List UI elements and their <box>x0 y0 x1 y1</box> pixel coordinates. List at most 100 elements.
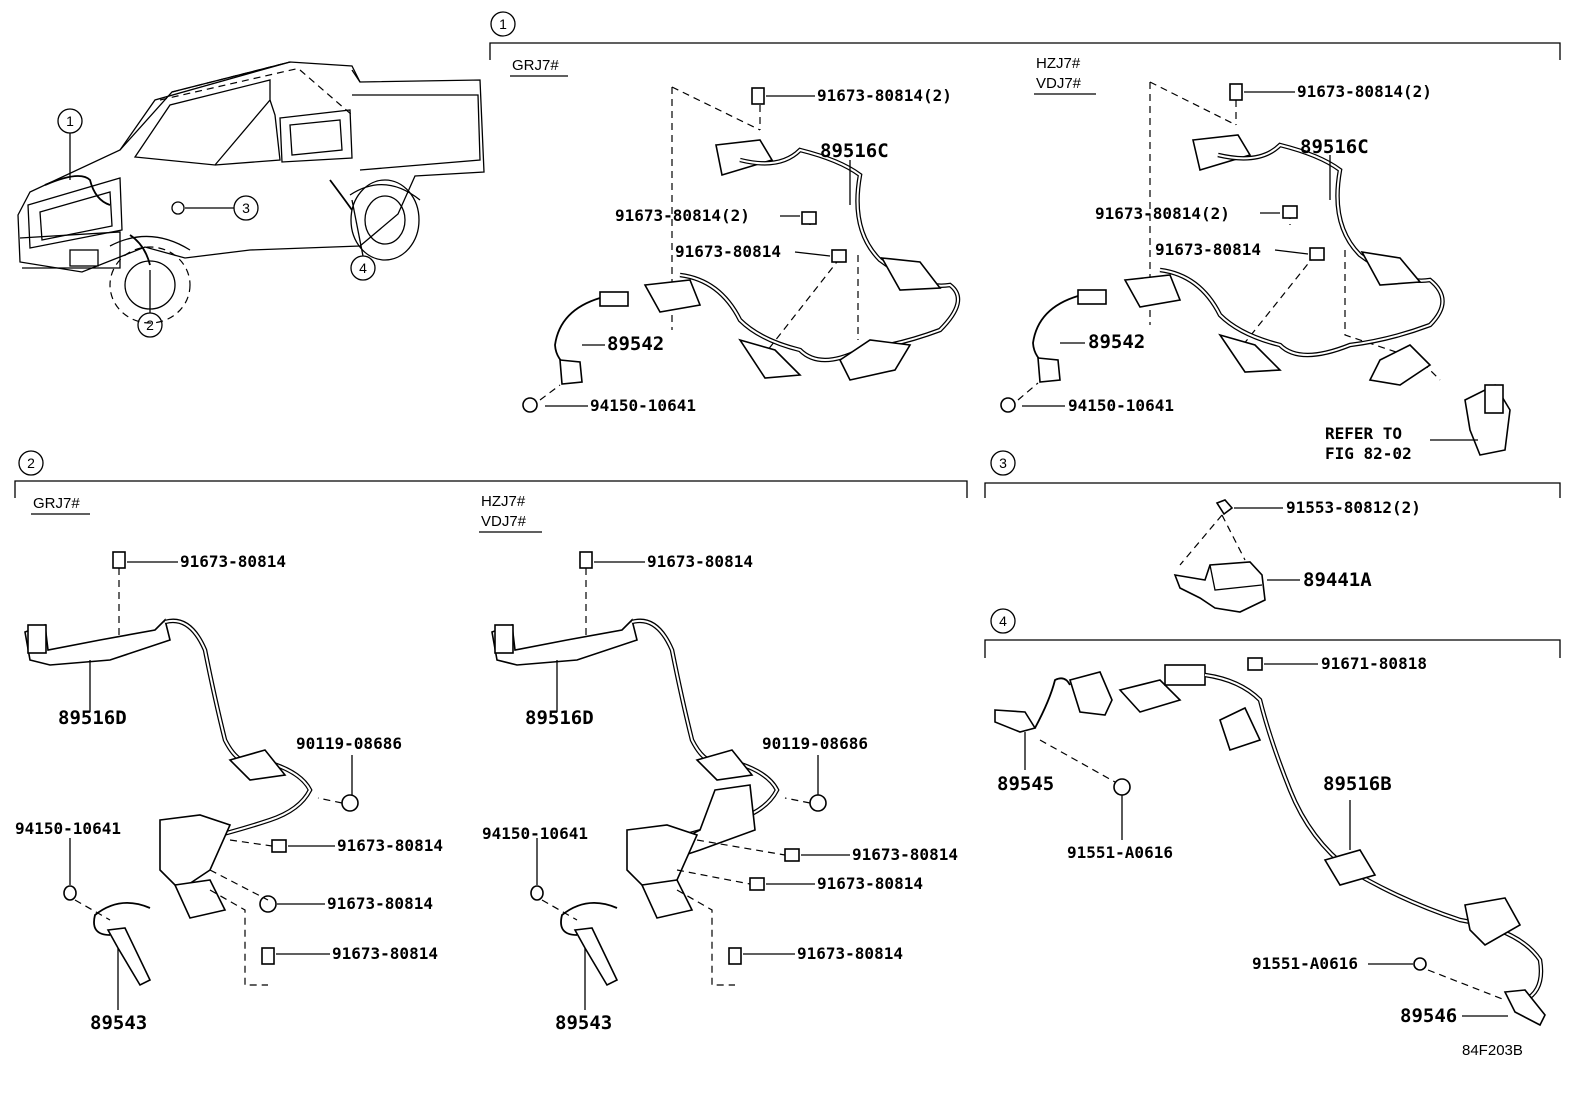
nut-icon <box>63 885 77 901</box>
label-89542-grj7: 89542 <box>607 333 664 355</box>
label-91673-80814-a-hzj7: 91673-80814 <box>852 845 958 864</box>
label-fig-82-02: FIG 82-02 <box>1325 444 1412 463</box>
label-91673-80814-top-grj7-s2: 91673-80814 <box>180 552 286 571</box>
harness-bracket <box>695 749 754 781</box>
label-91673-80814-2-top-hzj7: 91673-80814(2) <box>1297 82 1432 101</box>
label-91673-80814-top-hzj7-s2: 91673-80814 <box>647 552 753 571</box>
harness-bracket <box>1464 897 1522 946</box>
label-89545: 89545 <box>997 773 1054 795</box>
harness-bracket <box>738 338 802 379</box>
section-2: 2 GRJ7# <box>14 450 968 1034</box>
section-1-right-parts <box>1000 81 1511 456</box>
label-91673-80814-c-grj7: 91673-80814 <box>332 944 438 963</box>
callout-4-truck: 4 <box>359 260 367 276</box>
truck-illustration: 1 2 3 4 <box>17 61 485 338</box>
label-89516d-hzj7: 89516D <box>525 707 594 729</box>
harness-bracket <box>1218 333 1282 373</box>
section-1-right-leaders <box>1022 91 1478 441</box>
bolt-icon <box>1215 499 1234 516</box>
section-2-right-leaders <box>536 561 850 1010</box>
label-94150-10641-hzj7: 94150-10641 <box>1068 396 1174 415</box>
section-4-parts <box>994 657 1546 1027</box>
sensor-bracket <box>1123 274 1182 308</box>
bolt-icon <box>1229 83 1243 101</box>
label-89516b: 89516B <box>1323 773 1392 795</box>
section-3: 3 91553-80812(2) 89441A <box>984 450 1561 613</box>
label-91673-80814-2-mid-hzj7: 91673-80814(2) <box>1095 204 1230 223</box>
section-2-left-leaders <box>69 561 353 1010</box>
section-2-right-parts <box>491 551 827 987</box>
section-1-bracket <box>489 42 1561 60</box>
section-1-number: 1 <box>499 16 507 32</box>
bolt-icon <box>1309 247 1325 261</box>
bolt-icon <box>271 839 287 853</box>
label-refer-to: REFER TO <box>1325 424 1402 443</box>
label-94150-10641-grj7: 94150-10641 <box>590 396 696 415</box>
speed-sensor <box>559 359 583 385</box>
bolt-icon <box>1282 205 1298 219</box>
label-94150-10641-grj7-s2: 94150-10641 <box>15 819 121 838</box>
section-3-bracket <box>984 482 1561 498</box>
harness-connector <box>1164 664 1206 686</box>
bolt-icon <box>728 947 742 965</box>
bolt-icon <box>831 249 847 263</box>
section-1-left-parts <box>522 86 961 413</box>
label-90119-08686-grj7: 90119-08686 <box>296 734 402 753</box>
label-91551-a0616-mid: 91551-A0616 <box>1067 843 1173 862</box>
harness-bracket <box>228 749 287 781</box>
speed-sensor <box>106 927 152 987</box>
sensor-bracket <box>1068 671 1113 716</box>
section-2-bracket <box>14 480 968 498</box>
bolt-icon <box>801 211 817 225</box>
bolt-icon <box>259 895 277 913</box>
label-91671-80818: 91671-80818 <box>1321 654 1427 673</box>
sensor-bracket <box>640 879 694 919</box>
callout-1-truck: 1 <box>66 113 74 129</box>
label-89546: 89546 <box>1400 1005 1457 1027</box>
section-3-parts <box>1173 499 1300 613</box>
harness-bracket <box>880 257 942 291</box>
nut-icon <box>530 885 544 901</box>
label-94150-10641-hzj7-s2: 94150-10641 <box>482 824 588 843</box>
label-91673-80814-c-hzj7: 91673-80814 <box>797 944 903 963</box>
harness-bracket <box>1360 250 1422 286</box>
speed-sensor <box>1037 357 1061 383</box>
diagram-id: 84F203B <box>1462 1042 1523 1059</box>
label-89441a: 89441A <box>1303 569 1372 591</box>
label-91673-80814-2-top-grj7: 91673-80814(2) <box>817 86 952 105</box>
label-91673-80814-low-grj7: 91673-80814 <box>675 242 781 261</box>
label-91673-80814-a-grj7: 91673-80814 <box>337 836 443 855</box>
section-1: 1 GRJ7# <box>489 11 1561 463</box>
label-90119-08686-hzj7: 90119-08686 <box>762 734 868 753</box>
label-91673-80814-2-mid-grj7: 91673-80814(2) <box>615 206 750 225</box>
section-3-number: 3 <box>999 455 1007 471</box>
callout-3-truck: 3 <box>242 200 250 216</box>
callout-2-truck: 2 <box>146 317 154 333</box>
bolt-icon <box>261 947 275 965</box>
bolt-icon <box>784 848 800 862</box>
section-1-left-leaders <box>545 95 851 407</box>
bolt-icon <box>809 794 827 812</box>
harness-bracket <box>1219 706 1262 752</box>
knuckle-bracket <box>159 814 232 892</box>
label-91673-80814-b-grj7: 91673-80814 <box>327 894 433 913</box>
section-4-number: 4 <box>999 613 1007 629</box>
label-89542-hzj7: 89542 <box>1088 331 1145 353</box>
section-2-model-hzj7: HZJ7# <box>481 493 526 510</box>
label-89543-grj7: 89543 <box>90 1012 147 1034</box>
section-2-number: 2 <box>27 455 35 471</box>
label-89516c-hzj7: 89516C <box>1300 136 1369 158</box>
section-1-model-hzj7: HZJ7# <box>1036 55 1081 72</box>
bolt-icon <box>579 551 593 569</box>
harness-bracket <box>1323 849 1377 886</box>
sensor-connector <box>1077 289 1107 305</box>
bolt-icon <box>341 794 359 812</box>
label-89516d-grj7: 89516D <box>58 707 127 729</box>
section-2-model-grj7: GRJ7# <box>33 495 80 512</box>
section-4: 4 91671-80818 89545 <box>984 608 1561 1027</box>
bolt-icon <box>749 877 765 891</box>
knuckle-bracket <box>626 824 699 891</box>
harness-bracket <box>1368 344 1432 386</box>
bolt-icon <box>1113 778 1131 796</box>
speed-sensor <box>994 709 1037 733</box>
